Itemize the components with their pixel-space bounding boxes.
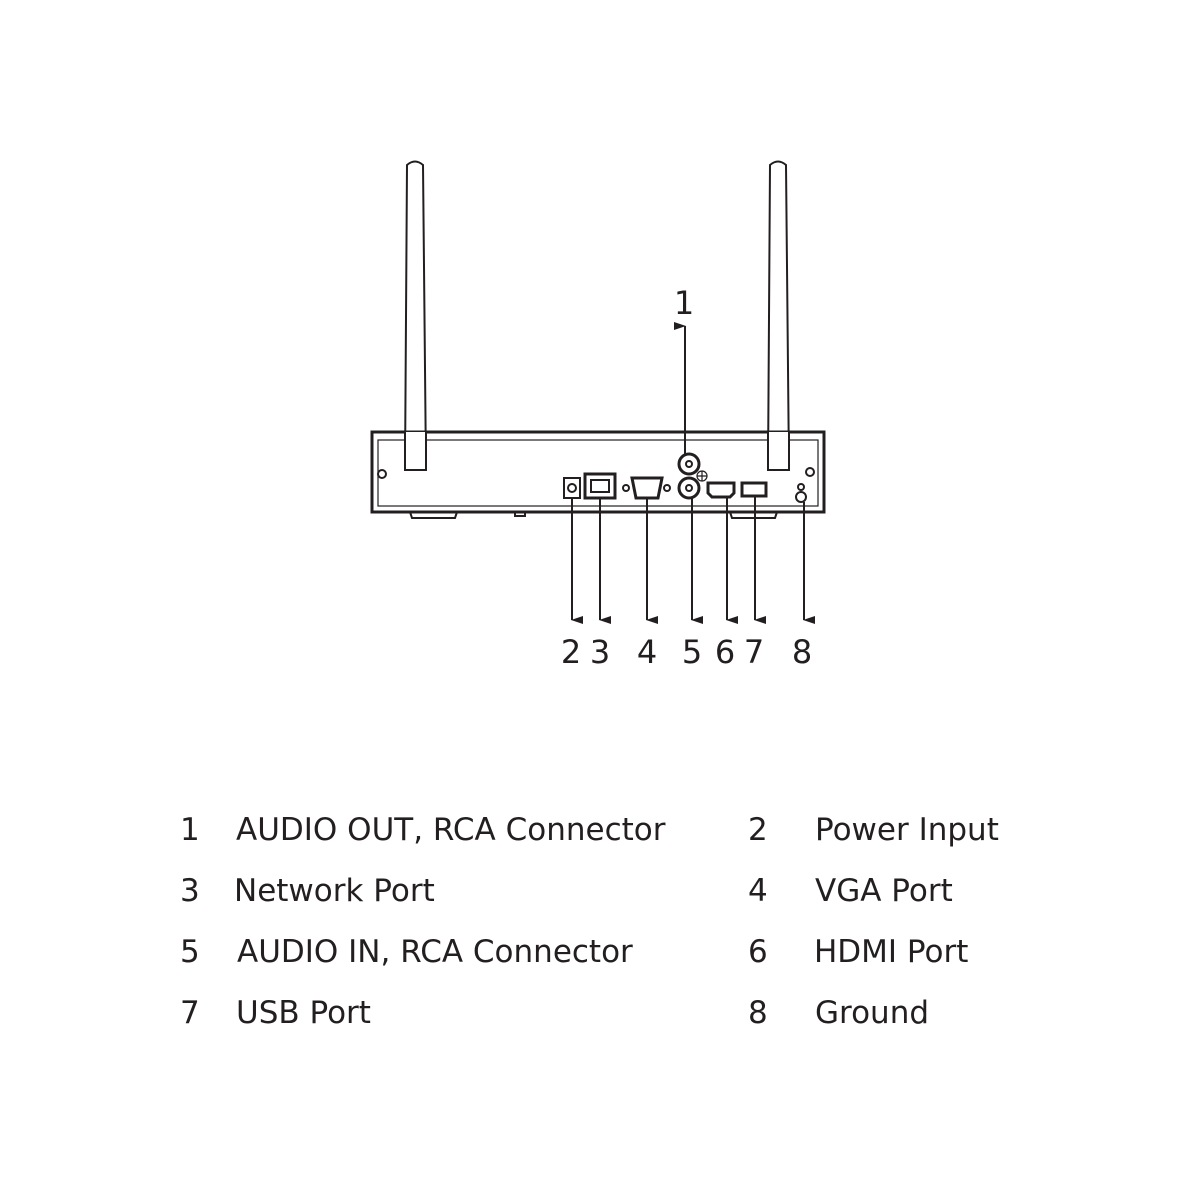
legend-number: 5 [180, 934, 200, 970]
legend-item: 8 Ground [748, 998, 929, 1029]
legend-label: Power Input [815, 812, 999, 848]
right-antenna [766, 160, 791, 471]
legend-number: 2 [748, 812, 768, 848]
ground-screw [795, 483, 807, 503]
device-body [370, 430, 826, 519]
legend-number: 1 [180, 812, 200, 848]
legend-number: 8 [748, 995, 768, 1031]
callout-8: 8 [791, 633, 813, 671]
hdmi-port [706, 481, 736, 499]
legend-item: 5 AUDIO IN, RCA Connector [180, 937, 633, 968]
legend-number: 7 [180, 995, 200, 1031]
callout-lines [571, 322, 815, 624]
ground-symbol [696, 470, 708, 482]
callout-1: 1 [673, 284, 695, 322]
legend-number: 6 [748, 934, 768, 970]
callout-6: 6 [714, 633, 736, 671]
audio-in-port [677, 476, 701, 500]
legend-number: 3 [180, 873, 200, 909]
legend-label: Ground [815, 995, 930, 1031]
legend-item: 3 Network Port [180, 876, 435, 907]
legend-item: 1 AUDIO OUT, RCA Connector [180, 815, 666, 846]
left-antenna [403, 160, 428, 471]
legend-label: VGA Port [815, 873, 953, 909]
legend-item: 2 Power Input [748, 815, 999, 846]
legend-item: 7 USB Port [180, 998, 371, 1029]
legend-label: AUDIO OUT, RCA Connector [236, 812, 666, 848]
legend-label: AUDIO IN, RCA Connector [237, 934, 633, 970]
callout-3: 3 [589, 633, 611, 671]
audio-out-port [677, 452, 701, 476]
legend-item: 4 VGA Port [748, 876, 953, 907]
legend-label: HDMI Port [814, 934, 969, 970]
callout-4: 4 [636, 633, 658, 671]
legend-label: USB Port [236, 995, 371, 1031]
callout-7: 7 [743, 633, 765, 671]
callout-2: 2 [560, 633, 582, 671]
legend-item: 6 HDMI Port [748, 937, 968, 968]
vga-port [622, 476, 671, 500]
legend-label: Network Port [234, 873, 435, 909]
legend-number: 4 [748, 873, 768, 909]
callout-5: 5 [681, 633, 703, 671]
